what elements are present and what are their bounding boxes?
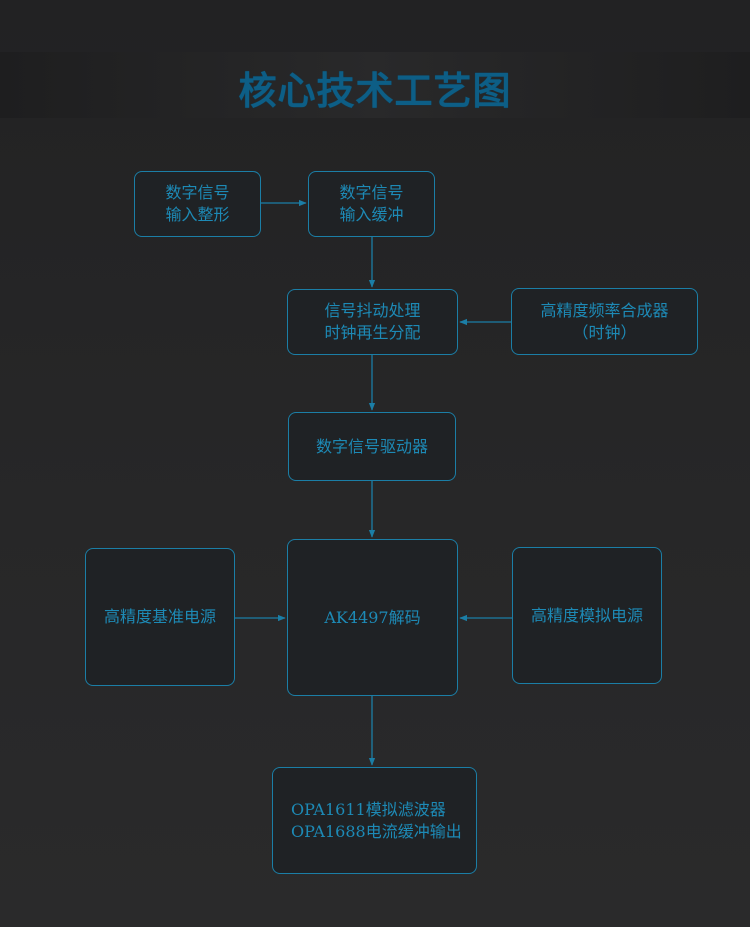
node-decoder: AK4497解码 xyxy=(287,539,458,696)
node-input-buffer: 数字信号 输入缓冲 xyxy=(308,171,435,237)
node-analogpower-line1: 高精度模拟电源 xyxy=(530,605,643,625)
node-input-buffer-line1: 数字信号 xyxy=(339,183,404,202)
node-driver-line1: 数字信号驱动器 xyxy=(315,436,428,456)
title-band xyxy=(0,52,750,118)
node-analog-power: 高精度模拟电源 xyxy=(512,547,662,684)
node-jitter-processing: 信号抖动处理 时钟再生分配 xyxy=(287,289,458,355)
diagram-title: 核心技术工艺图 xyxy=(238,69,512,113)
node-synth-line1: 高精度频率合成器 xyxy=(540,300,669,320)
node-refpower-line1: 高精度基准电源 xyxy=(103,607,216,626)
node-output-stage: OPA1611模拟滤波器 OPA1688电流缓冲输出 xyxy=(272,767,477,874)
node-frequency-synthesizer: 高精度频率合成器 （时钟） xyxy=(511,288,698,355)
node-jitter-line1: 信号抖动处理 xyxy=(324,301,421,320)
node-input-shaping: 数字信号 输入整形 xyxy=(134,171,261,237)
node-input-shaping-line2: 输入整形 xyxy=(165,205,230,224)
node-output-line1: OPA1611模拟滤波器 xyxy=(291,799,446,819)
node-signal-driver: 数字信号驱动器 xyxy=(288,412,456,481)
node-input-buffer-line2: 输入缓冲 xyxy=(339,205,404,224)
node-input-shaping-line1: 数字信号 xyxy=(165,183,230,202)
node-output-line2: OPA1688电流缓冲输出 xyxy=(291,821,462,841)
node-decoder-line1: AK4497解码 xyxy=(324,607,421,627)
node-synth-line2: （时钟） xyxy=(572,322,637,342)
node-jitter-line2: 时钟再生分配 xyxy=(324,323,421,342)
node-reference-power: 高精度基准电源 xyxy=(85,548,235,686)
